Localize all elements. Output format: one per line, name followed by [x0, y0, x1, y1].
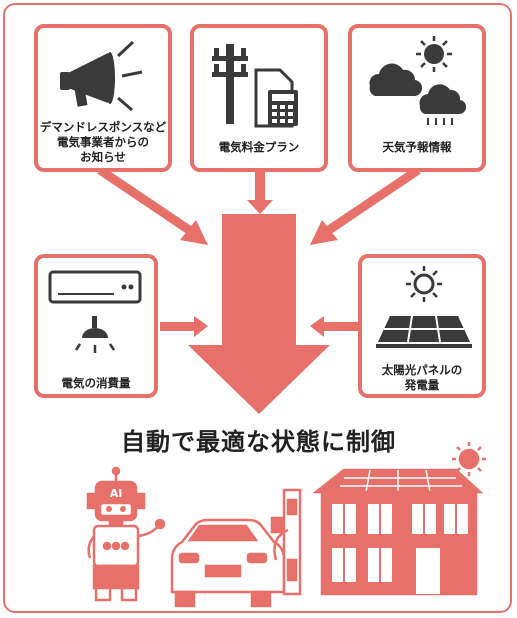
arrow-demand-shaft: [97, 166, 195, 236]
card-consumption: 電気の消費量: [34, 254, 158, 398]
arrow-consumption-shaft: [160, 322, 196, 331]
arrow-demand-head: [180, 220, 208, 245]
card-price-plan: 電気料金プラン: [190, 24, 328, 172]
air-conditioner-icon: [48, 270, 142, 353]
house: [312, 468, 484, 596]
card-demand-response: デマンドレスポンスなど 電気事業者からの お知らせ: [34, 24, 172, 172]
arrow-weather-head: [310, 220, 338, 245]
megaphone-icon: [60, 40, 143, 112]
arrow-solar-head: [310, 316, 324, 337]
demand-response-line-1: デマンドレスポンスなど: [39, 120, 167, 134]
weather-icon: [369, 36, 467, 125]
solar-line-2: 発電量: [404, 378, 440, 392]
robot-ai-text: AI: [110, 487, 123, 500]
solar-panel-icon: [376, 315, 472, 348]
arrow-price-head: [247, 200, 273, 214]
demand-response-line-3: お知らせ: [80, 150, 126, 164]
consumption-label: 電気の消費量: [61, 376, 131, 390]
small-sun-icon: [452, 442, 486, 476]
weather-label: 天気予報情報: [382, 140, 452, 154]
arrow-solar-shaft: [322, 322, 358, 331]
price-plan-label: 電気料金プラン: [218, 140, 300, 154]
card-weather: 天気予報情報: [348, 24, 486, 172]
outer-frame: [3, 3, 512, 613]
utility-pole-icon: [212, 44, 298, 128]
solar-label: 太陽光パネルの 発電量: [362, 363, 482, 393]
arrow-consumption-head: [194, 316, 208, 337]
sun-icon: [376, 266, 472, 348]
ceiling-light-icon: [74, 316, 116, 353]
main-down-arrow: [188, 214, 330, 414]
electric-car: [170, 518, 286, 608]
card-solar: 太陽光パネルの 発電量: [358, 254, 486, 398]
calculator-icon: [254, 68, 298, 128]
solar-line-1: 太陽光パネルの: [381, 363, 463, 377]
arrow-weather-shaft: [323, 166, 421, 236]
demand-response-label: デマンドレスポンスなど 電気事業者からの お知らせ: [38, 120, 168, 165]
headline: 自動で最適な状態に制御: [121, 428, 396, 456]
demand-response-line-2: 電気事業者からの: [57, 135, 149, 149]
arrow-price-shaft: [255, 170, 265, 202]
ai-robot: [86, 466, 166, 602]
ev-charger: [270, 488, 302, 596]
